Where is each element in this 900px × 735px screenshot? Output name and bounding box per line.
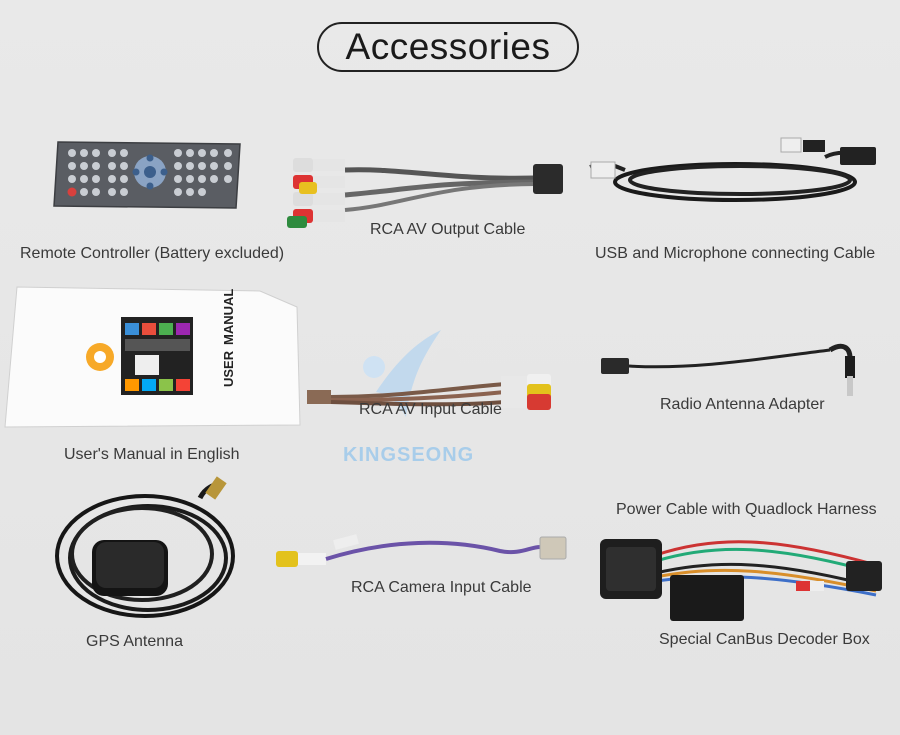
rca-av-output-cable-label: RCA AV Output Cable xyxy=(370,221,526,238)
usb-microphone-cable-image xyxy=(585,132,880,212)
power-cable-label: Power Cable with Quadlock Harness xyxy=(616,501,877,518)
user-manual-label: User's Manual in English xyxy=(64,446,240,463)
remote-controller-label: Remote Controller (Battery excluded) xyxy=(20,245,285,262)
rca-av-input-cable-label: RCA AV Input Cable xyxy=(359,401,502,418)
rca-camera-input-cable-label: RCA Camera Input Cable xyxy=(351,579,532,596)
rca-av-input-cable-image xyxy=(305,364,575,424)
page-title: Accessories xyxy=(317,22,579,72)
watermark: KINGSEONG xyxy=(343,444,475,466)
power-cable-canbus-image xyxy=(596,525,896,625)
manual-cover-user: USER xyxy=(221,350,236,387)
remote-controller-image xyxy=(50,138,245,213)
gps-antenna-label: GPS Antenna xyxy=(86,633,183,650)
radio-antenna-adapter-label: Radio Antenna Adapter xyxy=(660,396,825,413)
rca-camera-input-cable-image xyxy=(270,525,580,585)
manual-cover-manual: MANUAL xyxy=(221,289,236,345)
rca-av-output-cable-image xyxy=(285,150,580,230)
user-manual-image: USER MANUAL xyxy=(4,286,301,432)
radio-antenna-adapter-image xyxy=(595,330,865,405)
usb-microphone-cable-label: USB and Microphone connecting Cable xyxy=(595,245,876,262)
canbus-decoder-label: Special CanBus Decoder Box xyxy=(659,631,870,648)
gps-antenna-image xyxy=(50,476,240,623)
